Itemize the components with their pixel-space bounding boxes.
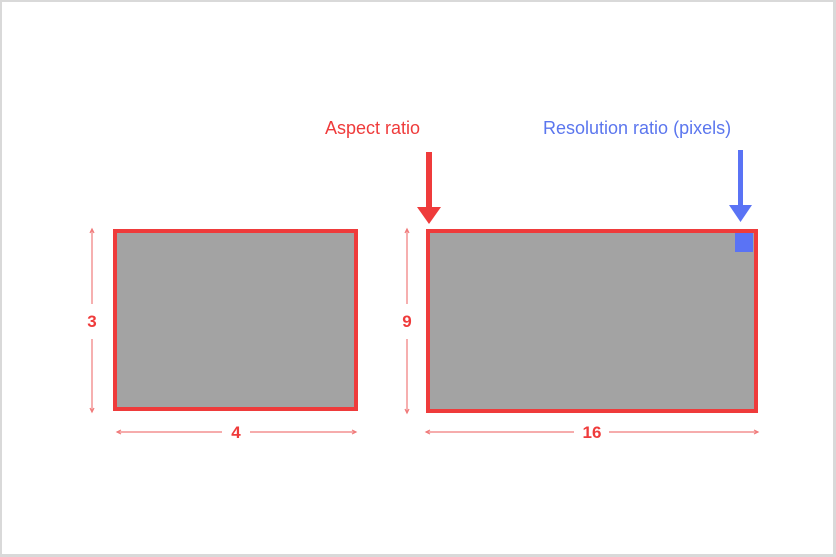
- right-height-dimension-line: [404, 227, 410, 415]
- aspect-ratio-arrow-icon: [417, 152, 441, 224]
- right-width-label: 16: [582, 423, 602, 442]
- left-width-label: 4: [231, 423, 241, 442]
- left-width-dimension-line: [115, 429, 358, 435]
- aspect-4x3-rectangle: [113, 229, 358, 411]
- right-height-label: 9: [402, 312, 412, 331]
- aspect-16x9-rectangle: [426, 229, 758, 413]
- resolution-ratio-arrow-icon: [729, 150, 752, 222]
- aspect-ratio-label: Aspect ratio: [325, 118, 421, 138]
- pixel-square: [735, 233, 753, 252]
- right-width-dimension-line: [424, 429, 760, 435]
- resolution-ratio-label: Resolution ratio (pixels): [543, 118, 732, 138]
- left-height-dimension-line: [89, 227, 95, 414]
- left-height-label: 3: [87, 312, 97, 331]
